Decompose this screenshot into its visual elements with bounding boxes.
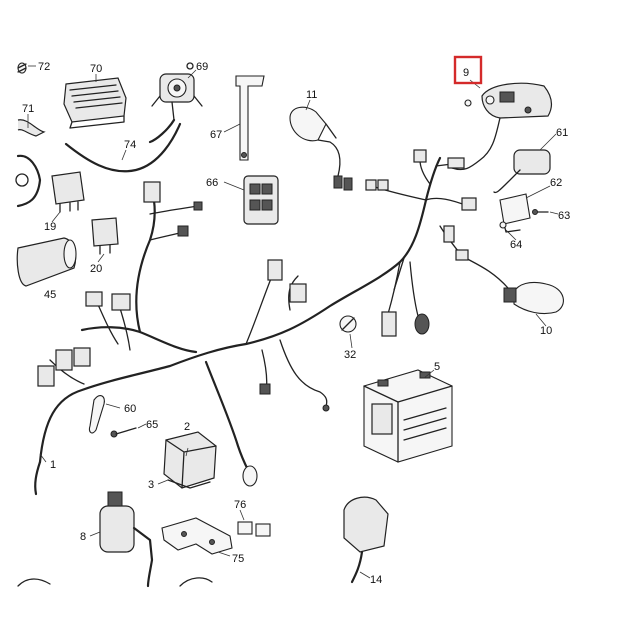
- part-32-clip-drawing: [339, 315, 357, 333]
- part-label-74: 74: [124, 139, 136, 151]
- part-label-64: 64: [510, 239, 522, 251]
- part-70-regulator-drawing: [63, 77, 127, 129]
- part-9-indicator-module-drawing: [451, 82, 553, 171]
- part-label-72: 72: [38, 61, 50, 73]
- part-fragment-bottom-left: [17, 578, 51, 587]
- part-62-mount-drawing: [499, 193, 531, 233]
- part-label-60: 60: [124, 403, 136, 415]
- part-label-19: 19: [44, 221, 56, 233]
- part-label-9: 9: [463, 67, 469, 79]
- part-64-nut-drawing: [499, 221, 507, 229]
- part-20-relay-drawing: [91, 217, 119, 255]
- part-label-20: 20: [90, 263, 102, 275]
- part-label-66: 66: [206, 177, 218, 189]
- part-label-62: 62: [550, 177, 562, 189]
- part-5-battery-drawing: [363, 369, 453, 463]
- part-2-box-drawing: [163, 431, 217, 489]
- part-label-65: 65: [146, 419, 158, 431]
- part-19-relay-drawing: [51, 171, 85, 213]
- part-label-10: 10: [540, 325, 552, 337]
- part-label-1: 1: [50, 459, 56, 471]
- part-label-70: 70: [90, 63, 102, 75]
- part-label-61: 61: [556, 127, 568, 139]
- part-label-67: 67: [210, 129, 222, 141]
- part-63-screw-drawing: [532, 209, 549, 215]
- part-8-coil-drawing: [99, 491, 154, 588]
- part-60-fuse-clip-drawing: [88, 395, 105, 434]
- part-label-5: 5: [434, 361, 440, 373]
- part-1-main-harness-drawing: [34, 149, 509, 496]
- part-label-14: 14: [370, 574, 382, 586]
- part-14-connector-drawing: [343, 496, 389, 584]
- part-labels: 72 70 69 71 74 67 11 9 61 62 63 64 66 19…: [22, 61, 570, 586]
- part-label-71: 71: [22, 103, 34, 115]
- part-label-45: 45: [44, 289, 56, 301]
- part-45-grip-drawing: [16, 237, 77, 287]
- part-65-screw-drawing: [110, 427, 137, 438]
- part-74-hose-drawing: [64, 122, 182, 173]
- part-76-terminal-drawing: [237, 521, 271, 537]
- leader-lines: [27, 65, 559, 579]
- part-label-32: 32: [344, 349, 356, 361]
- part-fragment-bottom-middle: [179, 577, 213, 587]
- part-75-plate-drawing: [161, 517, 233, 555]
- part-61-sensor-drawing: [493, 149, 551, 194]
- part-71-bracket-drawing: [15, 119, 46, 208]
- part-11-bulb-drawing: [289, 106, 353, 191]
- part-72-screw-drawing: [17, 62, 27, 74]
- part-label-75: 75: [232, 553, 244, 565]
- part-label-2: 2: [184, 421, 190, 433]
- part-10-lamp-drawing: [503, 281, 564, 315]
- part-69-relay-drawing: [148, 62, 203, 144]
- part-66-connector-drawing: [243, 175, 279, 225]
- part-67-strap-drawing: [235, 75, 265, 161]
- part-label-11: 11: [306, 89, 317, 101]
- part-label-63: 63: [558, 210, 570, 222]
- part-label-8: 8: [80, 531, 86, 543]
- part-label-76: 76: [234, 499, 246, 511]
- part-label-3: 3: [148, 479, 154, 491]
- highlight-box-part-9: [453, 55, 483, 85]
- part-label-69: 69: [196, 61, 208, 73]
- part-3-cover-drawing: [167, 479, 211, 489]
